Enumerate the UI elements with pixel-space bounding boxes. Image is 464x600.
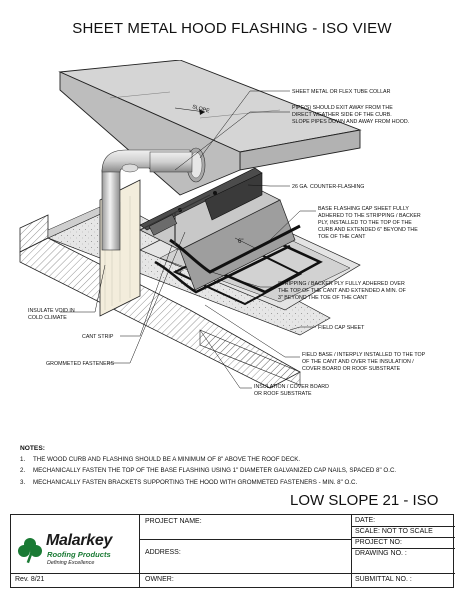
note-text: THE WOOD CURB AND FLASHING SHOULD BE A M… [33,456,301,464]
callout-void-line-2: COLD CLIMATE [28,315,67,321]
note-number: 1. [20,456,26,464]
notes-section: NOTES: 1. THE WOOD CURB AND FLASHING SHOU… [20,443,450,488]
drawing-no-label: DRAWING NO. : [355,550,407,557]
notes-header: NOTES: [20,445,45,452]
callout-insulation: INSULATION / COVER BOARD OR ROOF SUBSTRA… [254,384,330,397]
submittal-no-label: SUBMITTAL NO. : [355,576,412,583]
dim-6-label: 6" [238,239,243,245]
callout-grommet-line: GROMMETED FASTENERS [46,361,114,367]
callout-stripping: STRIPPING / BACKER PLY FULLY ADHERED OVE… [278,281,407,301]
note-item: 1. THE WOOD CURB AND FLASHING SHOULD BE A… [20,454,450,465]
drawing-title: SHEET METAL HOOD FLASHING - ISO VIEW [72,20,392,37]
callout-texts: SHEET METAL OR FLEX TUBE COLLAR PIPE(S) … [28,89,427,397]
hood-bracket [139,194,211,245]
callout-base-cap: BASE FLASHING CAP SHEET FULLY ADHERED TO… [318,206,422,240]
callout-pipes: PIPE(S) SHOULD EXIT AWAY FROM THE DIRECT… [292,105,409,125]
callout-field-base: FIELD BASE / INTERPLY INSTALLED TO THE T… [302,352,427,372]
address-label: ADDRESS: [145,549,181,556]
callout-pipes-line-2: DIRECT WEATHER SIDE OF THE CURB. [292,112,392,118]
callout-insulation-line-1: INSULATION / COVER BOARD [254,384,329,390]
callout-stripping-line-2: THE TOP OF THE CANT AND EXTENDED A MIN. … [278,288,407,294]
logo-name: Malarkey [46,532,113,549]
exhaust-pipe [101,147,206,251]
revision-label: Rev. 8/21 [15,576,45,583]
callout-field-base-line-1: FIELD BASE / INTERPLY INSTALLED TO THE T… [302,352,426,358]
note-number: 2. [20,467,26,475]
callout-base-cap-line-4: CURB AND EXTENDED 6" BEYOND THE [318,227,418,233]
title-block: PROJECT NAME: ADDRESS: OWNER: DATE: SCAL… [10,514,455,588]
note-text: MECHANICALLY FASTEN BRACKETS SUPPORTING … [33,478,358,486]
callout-pipes-line-1: PIPE(S) SHOULD EXIT AWAY FROM THE [292,105,393,111]
note-text: MECHANICALLY FASTEN THE TOP OF THE BASE … [33,467,397,475]
callout-cant: CANT STRIP [82,334,114,340]
callout-field-cap: FIELD CAP SHEET [318,325,365,331]
project-name-label: PROJECT NAME: [145,518,202,525]
note-item: 3. MECHANICALLY FASTEN BRACKETS SUPPORTIN… [20,477,450,488]
callout-counter: 26 GA. COUNTER-FLASHING [292,184,364,190]
logo-tagline: Defining Excellence [47,560,95,566]
callout-base-cap-line-1: BASE FLASHING CAP SHEET FULLY [318,206,409,212]
callout-base-cap-line-5: TOE OF THE CANT [318,234,366,240]
callout-collar-line: SHEET METAL OR FLEX TUBE COLLAR [292,89,391,95]
slope-label: SLOPE [191,104,210,114]
callout-grommet: GROMMETED FASTENERS [46,361,114,367]
dimension-marks: 6" 3" [174,237,256,279]
scale-label: SCALE: NOT TO SCALE [355,528,433,535]
malarkey-logo: Malarkey Roofing Products Defining Excel… [16,530,136,572]
note-number: 3. [20,478,26,486]
owner-label: OWNER: [145,576,174,583]
callout-field-base-line-2: OF THE CANT AND OVER THE INSULATION / [302,359,414,365]
logo-sub: Roofing Products [47,550,111,559]
callout-collar: SHEET METAL OR FLEX TUBE COLLAR [292,89,391,95]
leader-lines [60,90,316,389]
callout-base-cap-line-3: PLY, INSTALLED TO THE TOP OF THE [318,220,412,226]
callout-cant-line: CANT STRIP [82,334,114,340]
shamrock-icon [18,538,42,564]
callout-pipes-line-3: SLOPE PIPES DOWN AND AWAY FROM HOOD. [292,119,409,125]
callout-field-base-line-3: COVER BOARD OR ROOF SUBSTRATE [302,366,401,372]
callout-insulation-line-2: OR ROOF SUBSTRATE [254,391,312,397]
callout-void-line-1: INSULATE VOID IN [28,308,75,314]
dim-3-label: 3" [178,270,183,276]
callout-void: INSULATE VOID IN COLD CLIMATE [28,308,76,321]
note-item: 2. MECHANICALLY FASTEN THE TOP OF THE BAS… [20,465,450,476]
sheet-id: LOW SLOPE 21 - ISO [290,492,439,509]
project-no-label: PROJECT NO: [355,539,402,546]
callout-stripping-line-1: STRIPPING / BACKER PLY FULLY ADHERED OVE… [278,281,405,287]
callout-stripping-line-3: 3" BEYOND THE TOE OF THE CANT [278,295,368,301]
callout-field-cap-line: FIELD CAP SHEET [318,325,365,331]
date-label: DATE: [355,517,376,524]
callout-base-cap-line-2: ADHERED TO THE STRIPPING / BACKER [318,213,421,219]
iso-drawing: SLOPE 6" 3" SHEET METAL OR F [19,60,427,397]
callout-counter-line: 26 GA. COUNTER-FLASHING [292,184,364,190]
